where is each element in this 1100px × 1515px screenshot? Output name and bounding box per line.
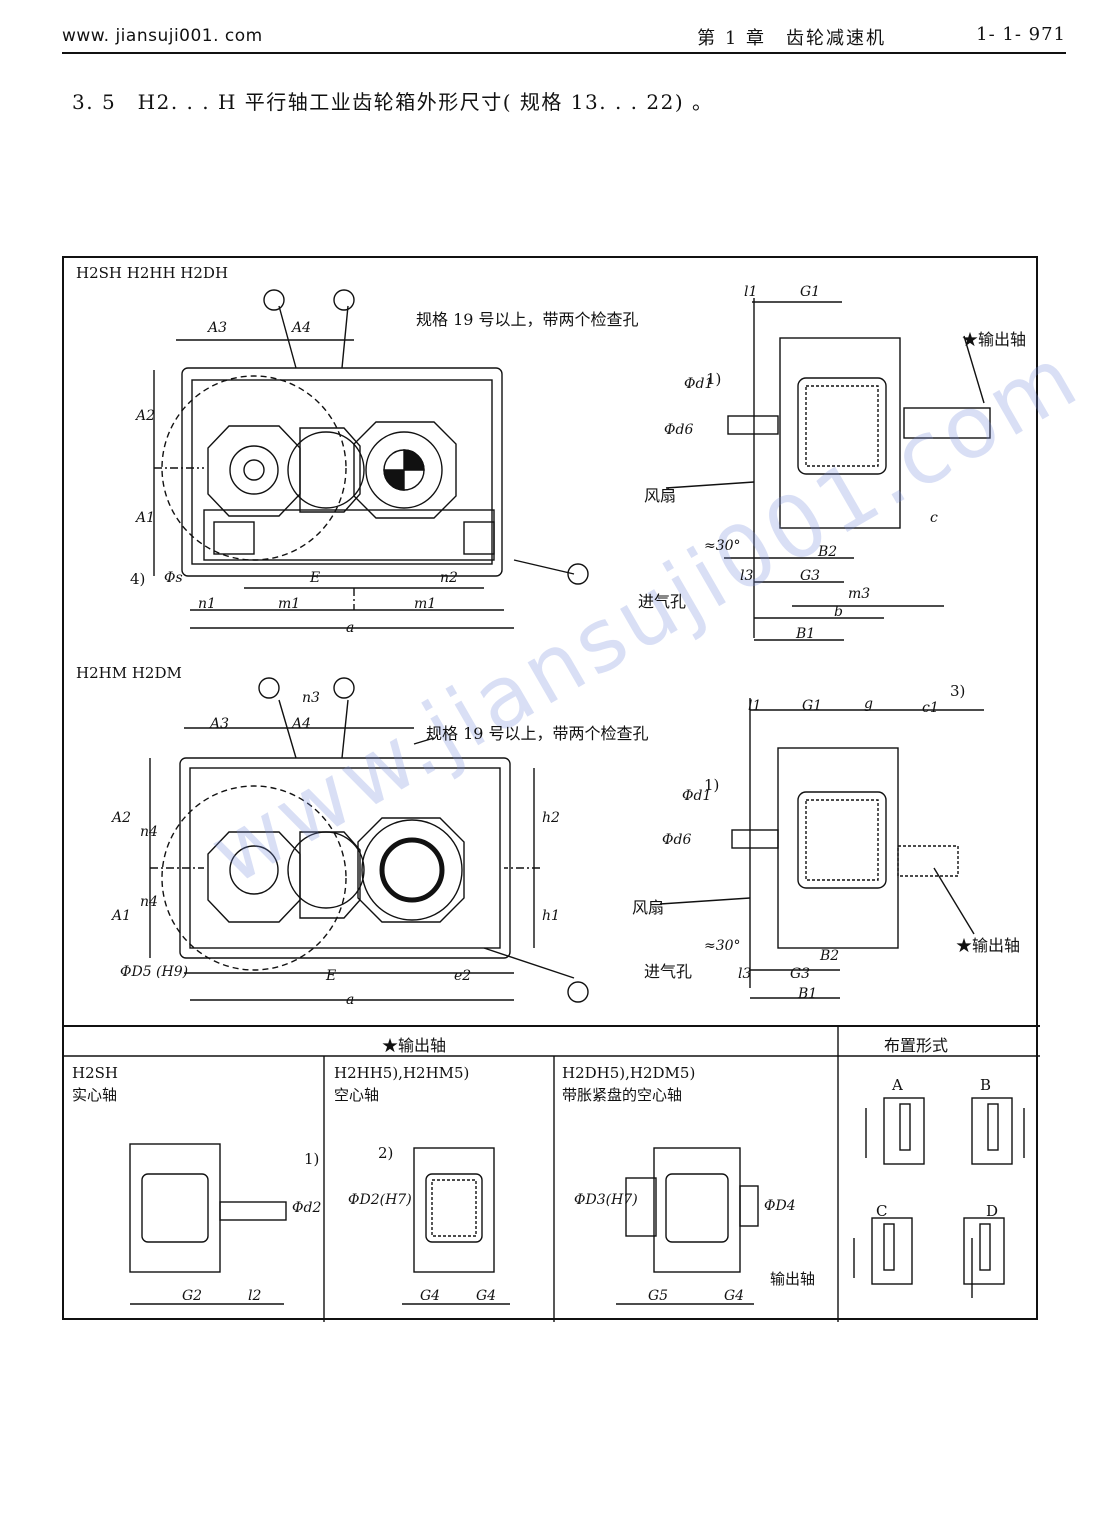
col3-G5: G5 [648,1288,669,1304]
dim-n3: n3 [302,690,320,706]
dim-d1-mid: Φd1 [682,788,712,804]
dim-A3-mid: A3 [210,716,230,732]
dim-B1: B1 [796,626,816,642]
table-header-layout: 布置形式 [884,1036,949,1055]
col2-D2: ΦD2(H7) [348,1192,412,1208]
col2-fn: 2) [378,1144,394,1162]
dim-B1-mid: B1 [798,986,818,1002]
dim-A4-mid: A4 [292,716,312,732]
col3-G4: G4 [724,1288,745,1304]
top-fn1: 1) [706,370,722,388]
dim-A2-mid: A2 [112,810,132,826]
mid-note: 规格 19 号以上，带两个检查孔 [426,724,649,743]
dim-B2-mid: B2 [820,948,840,964]
dim-g: g [864,696,873,712]
col3-D3: ΦD3(H7) [574,1192,638,1208]
col1-fn: 1) [304,1150,320,1168]
dim-l3-mid: l3 [738,966,752,982]
dim-d1: Φd1 [684,376,714,392]
page-header: www. jiansuji001. com 第 1 章 齿轮减速机 1- 1- … [62,22,1066,54]
dim-n1: n1 [198,596,216,612]
top-output-shaft: ★输出轴 [962,330,1027,349]
dim-c1: c1 [922,700,939,716]
mid-fan: 风扇 [632,898,665,917]
dim-l1-mid: l1 [748,698,762,714]
layout-C: C [876,1202,888,1220]
dim-l1: l1 [744,284,758,300]
col2-G4-left: G4 [420,1288,441,1304]
page-number: 1- 1- 971 [976,24,1066,45]
col1-G2: G2 [182,1288,203,1304]
col3-output: 输出轴 [770,1270,816,1288]
section-title: 3. 5 H2. . . H 平行轴工业齿轮箱外形尺寸( 规格 13. . . … [72,90,714,114]
dim-A4: A4 [292,320,312,336]
dim-h2: h2 [542,810,560,826]
dim-c: c [930,510,938,526]
dim-m1-right: m1 [414,596,437,612]
dim-m3: m3 [848,586,871,602]
mid-models: H2HM H2DM [76,664,182,682]
dim-G3: G3 [800,568,821,584]
dim-n4-bottom: n4 [140,894,158,910]
dim-d6-mid: Φd6 [662,832,692,848]
top-fan: 风扇 [644,486,677,505]
dim-m1-left: m1 [278,596,301,612]
dim-a: a [346,620,355,636]
dim-A1-mid: A1 [112,908,132,924]
dim-n4-top: n4 [140,824,158,840]
dim-D5: ΦD5 (H9) [120,964,189,980]
dim-n2: n2 [440,570,458,586]
mid-air-inlet: 进气孔 [644,962,693,981]
layout-D: D [986,1202,999,1220]
layout-A: A [892,1076,903,1094]
col2-type: 空心轴 [334,1086,380,1104]
mid-angle: ≈30° [704,938,741,954]
col1-model: H2SH [72,1064,118,1082]
col3-model: H2DH5),H2DM5) [562,1064,696,1082]
dim-h1: h1 [542,908,560,924]
technical-drawing [64,289,1040,1322]
top-air-inlet: 进气孔 [638,592,687,611]
col1-type: 实心轴 [72,1086,118,1104]
mid-output-shaft: ★输出轴 [956,936,1021,955]
site-url: www. jiansuji001. com [62,26,263,46]
dim-E: E [310,570,321,586]
col2-model: H2HH5),H2HM5) [334,1064,470,1082]
dim-l3: l3 [740,568,754,584]
mid-fn3: 3) [950,682,966,700]
col1-d2: Φd2 [292,1200,322,1216]
dim-B2: B2 [818,544,838,560]
top-models: H2SH H2HH H2DH [76,264,229,282]
col2-G4-right: G4 [476,1288,497,1304]
dim-b: b [834,604,843,620]
top-note: 规格 19 号以上，带两个检查孔 [416,310,639,329]
col1-l2: l2 [248,1288,262,1304]
dim-E-mid: E [326,968,337,984]
mid-fn1: 1) [704,776,720,794]
dim-G3-mid: G3 [790,966,811,982]
dim-a-mid: a [346,992,355,1008]
drawing-frame: www.jiansuji001.com H2SH H2HH H2DH 规格 19… [62,256,1096,1322]
layout-B: B [980,1076,992,1094]
dim-G1: G1 [800,284,821,300]
dim-s: Φs [164,570,183,586]
top-fn4: 4) [130,570,146,588]
top-angle: ≈30° [704,538,741,554]
chapter-title: 第 1 章 齿轮减速机 [697,28,886,49]
col3-D4: ΦD4 [764,1198,796,1214]
col3-type: 带胀紧盘的空心轴 [562,1086,683,1104]
dim-A2: A2 [136,408,156,424]
dim-A1: A1 [136,510,156,526]
dim-e2: e2 [454,968,472,984]
dim-d6: Φd6 [664,422,694,438]
dim-G1-mid: G1 [802,698,823,714]
table-header-output: ★输出轴 [382,1036,447,1055]
dim-A3: A3 [208,320,228,336]
